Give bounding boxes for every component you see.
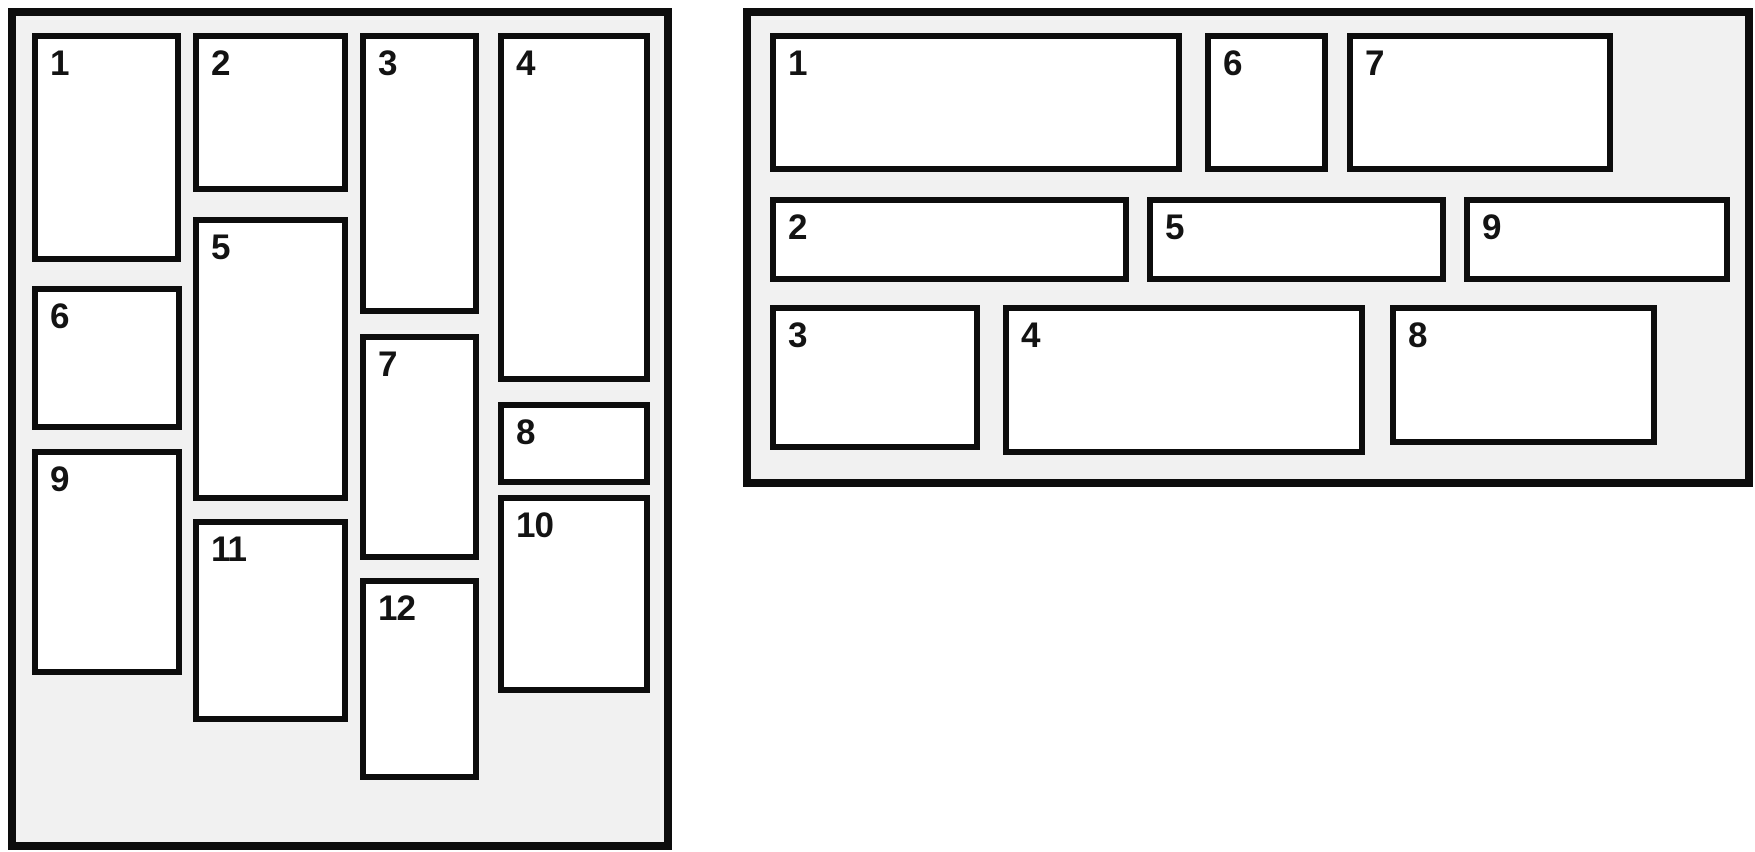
box-label: 4 (1021, 316, 1040, 355)
box-label: 10 (516, 506, 554, 545)
masonry-box-right-4: 4 (1003, 305, 1365, 455)
masonry-box-left-8: 8 (498, 402, 650, 485)
box-label: 1 (788, 44, 807, 83)
masonry-box-left-3: 3 (360, 33, 479, 314)
box-label: 2 (788, 208, 807, 247)
box-label: 3 (378, 44, 397, 83)
box-label: 11 (211, 530, 247, 569)
box-label: 2 (211, 44, 230, 83)
box-label: 9 (50, 460, 69, 499)
masonry-box-right-2: 2 (770, 197, 1129, 282)
box-label: 9 (1482, 208, 1501, 247)
masonry-box-left-7: 7 (360, 334, 479, 560)
masonry-box-left-12: 12 (360, 578, 479, 780)
masonry-box-left-6: 6 (32, 286, 182, 430)
box-label: 5 (1165, 208, 1184, 247)
box-label: 8 (1408, 316, 1427, 355)
masonry-box-right-3: 3 (770, 305, 980, 450)
masonry-box-right-9: 9 (1464, 197, 1730, 282)
masonry-box-right-6: 6 (1205, 33, 1328, 172)
box-label: 7 (378, 345, 397, 384)
box-label: 12 (378, 589, 416, 628)
masonry-box-left-1: 1 (32, 33, 181, 262)
masonry-box-right-8: 8 (1390, 305, 1657, 445)
masonry-box-left-9: 9 (32, 449, 182, 675)
masonry-box-right-7: 7 (1347, 33, 1613, 172)
box-label: 6 (50, 297, 69, 336)
masonry-box-right-1: 1 (770, 33, 1182, 172)
masonry-box-left-10: 10 (498, 495, 650, 693)
box-label: 4 (516, 44, 535, 83)
masonry-box-left-2: 2 (193, 33, 348, 192)
masonry-box-left-11: 11 (193, 519, 348, 722)
box-label: 5 (211, 228, 230, 267)
box-label: 7 (1365, 44, 1384, 83)
masonry-box-right-5: 5 (1147, 197, 1446, 282)
box-label: 6 (1223, 44, 1242, 83)
box-label: 8 (516, 413, 535, 452)
box-label: 1 (50, 44, 69, 83)
masonry-box-left-5: 5 (193, 217, 348, 501)
masonry-box-left-4: 4 (498, 33, 650, 382)
box-label: 3 (788, 316, 807, 355)
